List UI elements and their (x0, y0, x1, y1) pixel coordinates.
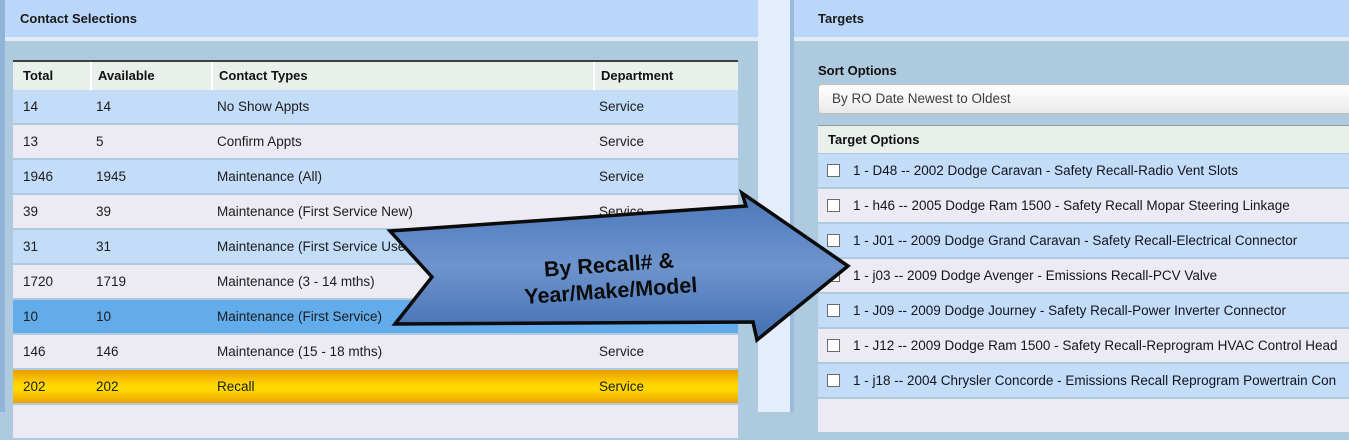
cell-dept: Service (599, 344, 645, 359)
window-left-edge (0, 0, 5, 412)
target-option-row[interactable]: 1 - J12 -- 2009 Dodge Ram 1500 - Safety … (818, 329, 1349, 362)
target-option-row[interactable]: 1 - D48 -- 2002 Dodge Caravan - Safety R… (818, 154, 1349, 187)
target-checkbox[interactable] (827, 199, 840, 212)
target-option-label: 1 - j18 -- 2004 Chrysler Concorde - Emis… (853, 373, 1337, 388)
cell-dept: Service (599, 134, 645, 149)
panel-divider (758, 0, 790, 412)
target-option-row[interactable]: 1 - h46 -- 2005 Dodge Ram 1500 - Safety … (818, 189, 1349, 222)
target-option-row[interactable]: 1 - j03 -- 2009 Dodge Avenger - Emission… (818, 259, 1349, 292)
cell-available: 202 (96, 379, 119, 394)
target-option-row[interactable]: 1 - J01 -- 2009 Dodge Grand Caravan - Sa… (818, 224, 1349, 257)
cell-available: 31 (96, 239, 112, 254)
right-band-separator (790, 37, 1349, 41)
column-header-total: Total (23, 68, 54, 83)
sort-options-label: Sort Options (818, 63, 897, 78)
cell-total: 1946 (23, 169, 54, 184)
column-header-available: Available (90, 62, 211, 90)
target-checkbox[interactable] (827, 339, 840, 352)
contact-table-row[interactable]: 1946 1945 Maintenance (All) Service (13, 160, 738, 193)
cell-type: Maintenance (15 - 18 mths) (217, 344, 383, 359)
cell-type: Maintenance (First Service New) (217, 204, 413, 219)
cell-available: 1945 (96, 169, 127, 184)
target-option-label: 1 - J01 -- 2009 Dodge Grand Caravan - Sa… (853, 233, 1298, 248)
target-option-label: 1 - j03 -- 2009 Dodge Avenger - Emission… (853, 268, 1218, 283)
contact-selections-panel-title: Contact Selections (0, 0, 758, 37)
cell-total: 13 (23, 134, 39, 149)
column-header-department: Department (593, 62, 738, 90)
contact-table-row[interactable]: 1720 1719 Maintenance (3 - 14 mths) Service (13, 265, 738, 298)
cell-dept: Service (599, 239, 645, 254)
cell-type: Confirm Appts (217, 134, 302, 149)
cell-type: No Show Appts (217, 99, 310, 114)
cell-type: Maintenance (First Service) (217, 309, 383, 324)
contact-table-row[interactable] (13, 405, 738, 438)
contact-table-row[interactable]: 10 10 Maintenance (First Service) Service (13, 300, 738, 333)
cell-total: 31 (23, 239, 39, 254)
cell-available: 146 (96, 344, 119, 359)
cell-available: 1719 (96, 274, 127, 289)
target-option-row[interactable]: 1 - j18 -- 2004 Chrysler Concorde - Emis… (818, 364, 1349, 397)
sort-options-dropdown[interactable]: By RO Date Newest to Oldest (818, 84, 1349, 114)
cell-available: 5 (96, 134, 104, 149)
cell-type: Maintenance (All) (217, 169, 323, 184)
contact-table-row[interactable]: 13 5 Confirm Appts Service (13, 125, 738, 158)
cell-type: Recall (217, 379, 255, 394)
target-option-label: 1 - h46 -- 2005 Dodge Ram 1500 - Safety … (853, 198, 1290, 213)
contact-table-row[interactable]: 39 39 Maintenance (First Service New) Servi… (13, 195, 738, 228)
cell-total: 39 (23, 204, 39, 219)
cell-total: 1720 (23, 274, 54, 289)
contact-table-row[interactable]: 202 202 Recall Service (13, 370, 738, 403)
contact-table-row[interactable]: 14 14 No Show Appts Service (13, 90, 738, 123)
left-band-separator (0, 37, 758, 41)
targets-panel-title: Targets (790, 0, 1349, 37)
target-checkbox[interactable] (827, 234, 840, 247)
cell-dept: Service (599, 309, 645, 324)
cell-available: 14 (96, 99, 112, 114)
cell-dept: Service (599, 379, 645, 394)
cell-dept: Service (599, 204, 645, 219)
cell-total: 14 (23, 99, 39, 114)
targets-panel-left-edge (790, 0, 794, 412)
contact-selections-table: Total Available Contact Types Department… (13, 60, 738, 440)
target-checkbox[interactable] (827, 374, 840, 387)
cell-type: Maintenance (3 - 14 mths) (217, 274, 375, 289)
cell-available: 39 (96, 204, 112, 219)
column-header-contact-types: Contact Types (211, 62, 593, 90)
contact-table-row[interactable]: 146 146 Maintenance (15 - 18 mths) Service (13, 335, 738, 368)
cell-type: Maintenance (First Service Used) (217, 239, 418, 254)
target-option-label: 1 - J12 -- 2009 Dodge Ram 1500 - Safety … (853, 338, 1338, 353)
cell-total: 202 (23, 379, 46, 394)
cell-total: 10 (23, 309, 39, 324)
contact-table-row[interactable]: 31 31 Maintenance (First Service Used) Serv… (13, 230, 738, 263)
target-option-label: 1 - D48 -- 2002 Dodge Caravan - Safety R… (853, 163, 1238, 178)
target-checkbox[interactable] (827, 164, 840, 177)
target-checkbox[interactable] (827, 269, 840, 282)
contact-table-header-row: Total Available Contact Types Department (13, 60, 738, 90)
target-option-row[interactable]: 1 - J09 -- 2009 Dodge Journey - Safety R… (818, 294, 1349, 327)
target-options-header: Target Options (818, 125, 1349, 153)
cell-dept: Service (599, 99, 645, 114)
cell-dept: Service (599, 274, 645, 289)
cell-total: 146 (23, 344, 46, 359)
target-checkbox[interactable] (827, 304, 840, 317)
target-option-row[interactable] (818, 399, 1349, 432)
target-options-list: 1 - D48 -- 2002 Dodge Caravan - Safety R… (818, 154, 1349, 434)
target-option-label: 1 - J09 -- 2009 Dodge Journey - Safety R… (853, 303, 1286, 318)
cell-available: 10 (96, 309, 112, 324)
cell-dept: Service (599, 169, 645, 184)
